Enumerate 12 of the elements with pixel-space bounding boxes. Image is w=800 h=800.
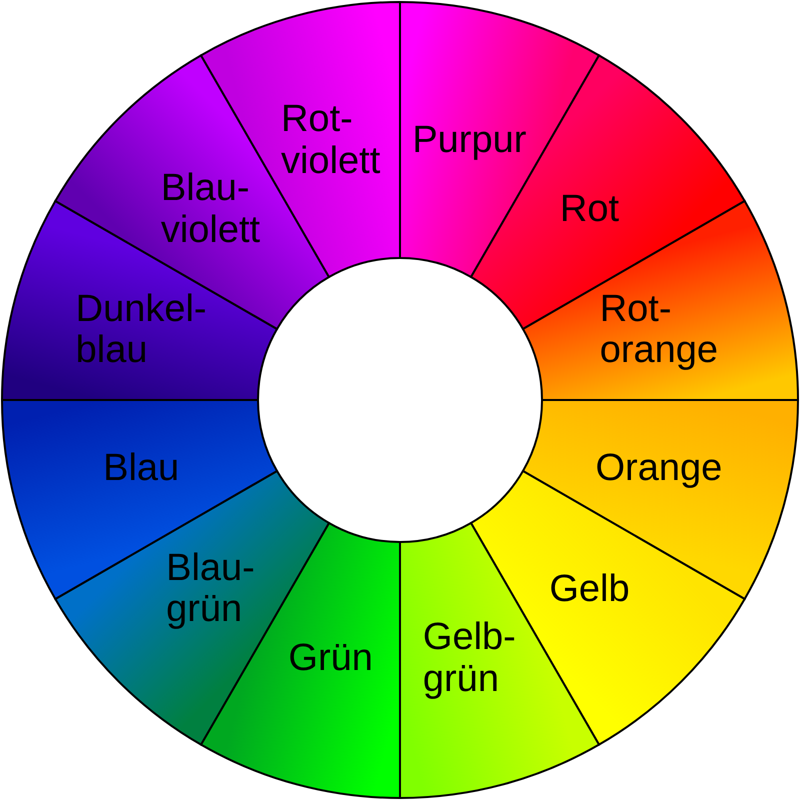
segment-label: Purpur [412, 120, 526, 162]
segment-label: Blau [103, 448, 180, 490]
segment-label: Gelb [549, 568, 630, 610]
segment-label: Blau- grün [166, 548, 255, 632]
segment-label: Dunkel- blau [76, 288, 207, 372]
segment-label: Gelb- grün [422, 617, 516, 701]
segment-label: Rot- orange [600, 288, 718, 372]
segment-label: Rot [560, 190, 620, 232]
segment-label: Grün [288, 638, 373, 680]
segment-label: Orange [595, 448, 722, 490]
segment-label: Blau- violett [160, 168, 260, 252]
segment-label: Rot- violett [281, 99, 380, 183]
